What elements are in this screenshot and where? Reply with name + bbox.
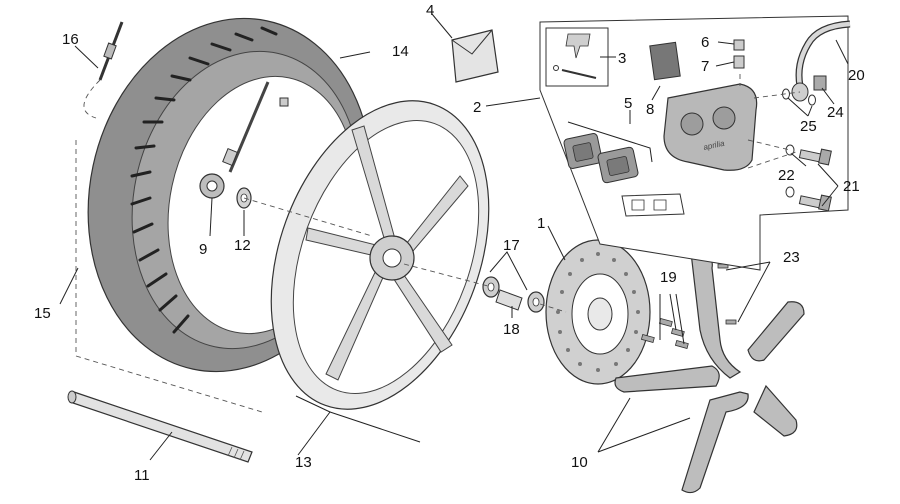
callout-23: 23 [783,249,800,266]
brake-pads [563,133,639,184]
callout-8: 8 [646,101,654,118]
callout-14: 14 [392,43,409,60]
callout-15: 15 [34,305,51,322]
wheel-axle [67,390,253,463]
tire-tread [130,26,278,334]
callout-9: 9 [199,241,207,258]
callout-18: 18 [503,321,520,338]
brake-caliper [663,83,758,171]
callout-20: 20 [848,67,865,84]
wheel-bearings [482,276,545,313]
speedo-drive [199,81,289,199]
callout-12: 12 [234,237,251,254]
leader-lines [59,13,849,461]
brake-hose [782,20,851,106]
callout-7: 7 [701,58,709,75]
callout-17: 17 [503,237,520,254]
caliper-bolts [785,144,832,212]
disc-holes [556,252,640,372]
part-numbers: 1 2 3 4 5 6 7 8 9 10 11 12 13 14 15 16 1… [34,2,865,484]
bleed-screw [733,39,745,51]
callout-22: 22 [778,167,795,184]
pad-shims [621,193,685,217]
callout-24: 24 [827,104,844,121]
wheel-rim [270,100,490,410]
callout-6: 6 [701,34,709,51]
callout-21: 21 [843,178,860,195]
valve-stem [83,21,124,119]
assembly-lines [75,74,801,413]
callout-16: 16 [62,31,79,48]
bleed-nipple [733,55,745,69]
banjo-bolt [813,75,827,91]
callout-5: 5 [624,95,632,112]
callout-4: 4 [426,2,434,19]
callout-13: 13 [295,454,312,471]
callout-1: 1 [537,215,545,232]
caliper-kit-box: aprilia [539,15,849,271]
callout-19: 19 [660,269,677,286]
callout-25: 25 [800,118,817,135]
guard-screws [717,263,737,325]
callout-3: 3 [618,50,626,67]
callout-10: 10 [571,454,588,471]
parts-bag [451,29,499,83]
brake-disc [545,239,651,385]
callout-2: 2 [473,99,481,116]
caliper-logo: aprilia [703,139,726,152]
disc-bolts [640,318,689,349]
pad-spring [649,41,681,81]
callout-11: 11 [134,467,150,484]
